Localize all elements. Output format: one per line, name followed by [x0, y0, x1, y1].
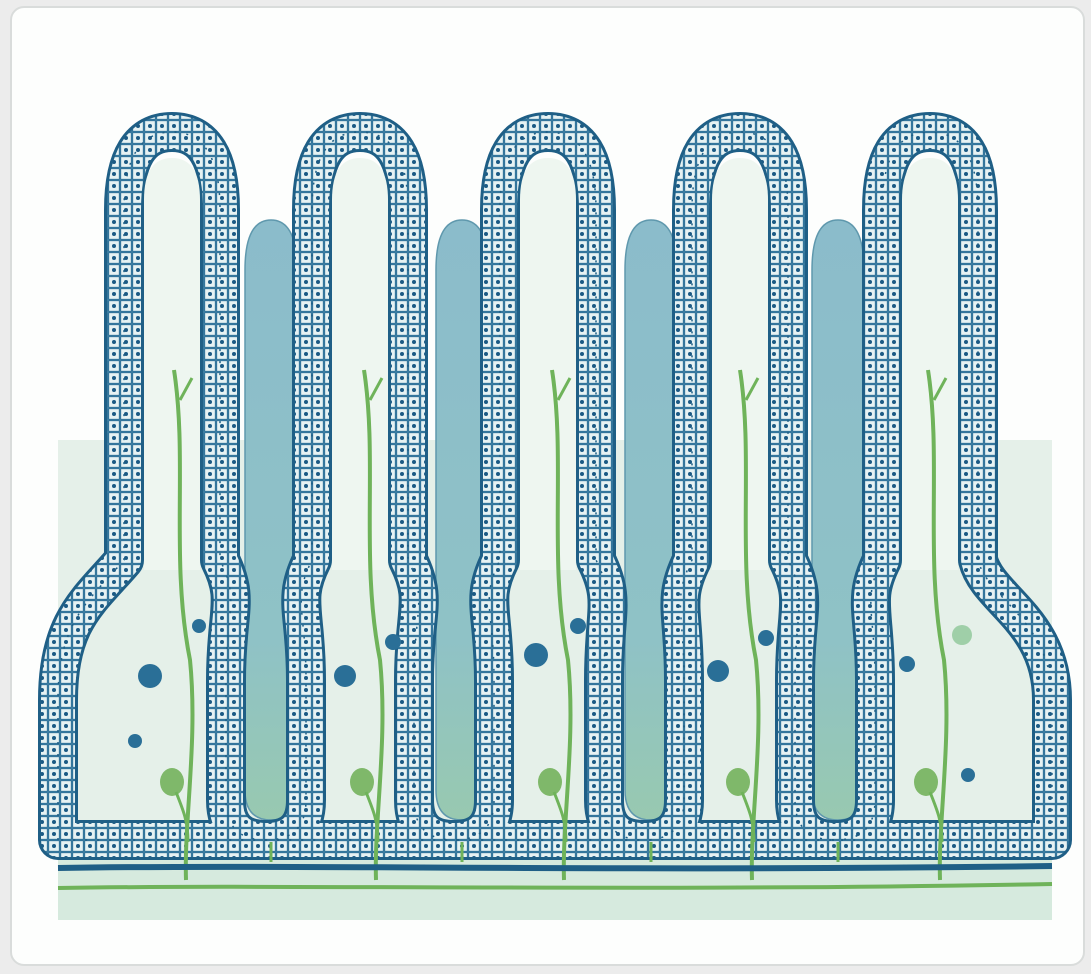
villus-core-4 — [712, 158, 768, 570]
villus-core-2 — [332, 158, 388, 570]
muscularis-line-blue — [58, 866, 1052, 868]
blood-cell-6 — [524, 643, 548, 667]
blood-cell-7 — [570, 618, 586, 634]
blood-cell-1 — [138, 664, 162, 688]
nerve-ganglion-4 — [726, 768, 750, 796]
blood-cell-8 — [707, 660, 729, 682]
blood-cell-3 — [128, 734, 142, 748]
blood-cell-4 — [334, 665, 356, 687]
nerve-ganglion-5 — [914, 768, 938, 796]
nerve-ganglion-2 — [350, 768, 374, 796]
villus-core-1 — [144, 158, 200, 570]
blood-cell-9 — [758, 630, 774, 646]
nerve-ganglion-3 — [538, 768, 562, 796]
blood-cell-11 — [952, 625, 972, 645]
blood-cell-2 — [192, 619, 206, 633]
villus-core-3 — [520, 158, 576, 570]
blood-cell-5 — [385, 634, 401, 650]
nerve-ganglion-1 — [160, 768, 184, 796]
blood-cell-12 — [961, 768, 975, 782]
villus-core-5 — [902, 158, 958, 570]
blood-cell-10 — [899, 656, 915, 672]
